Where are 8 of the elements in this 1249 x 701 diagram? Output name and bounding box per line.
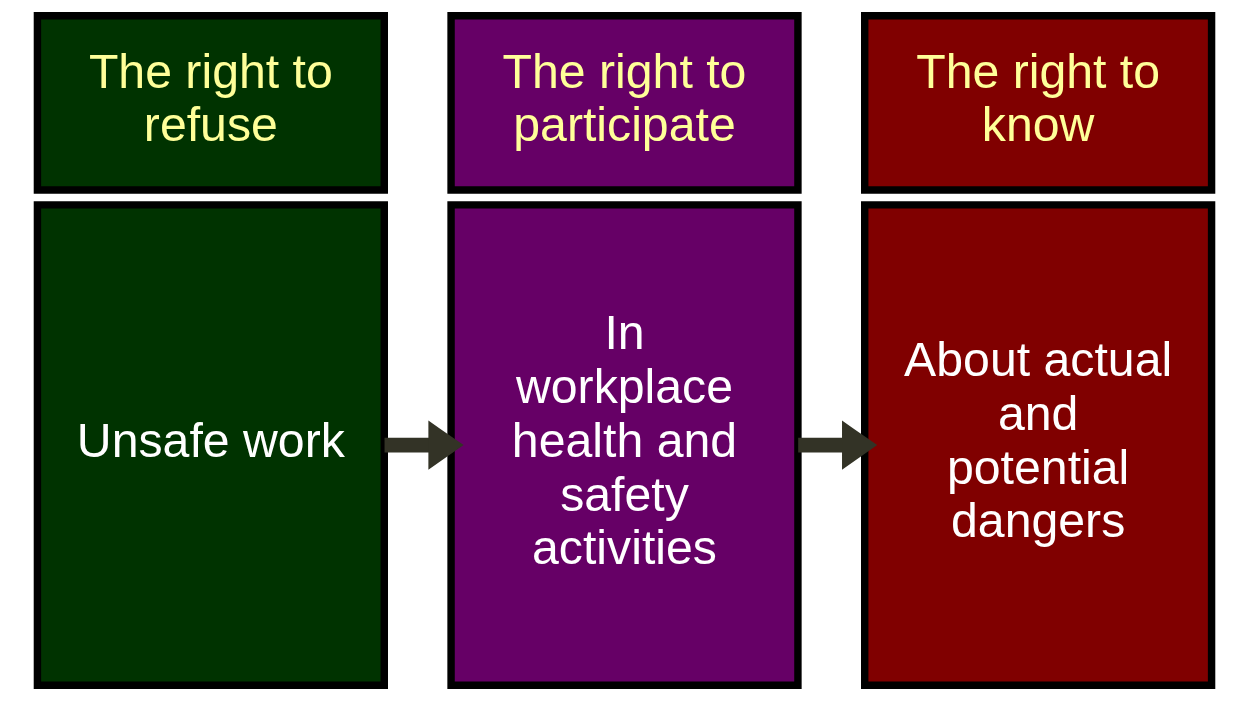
node-box: In workplace health and safety activities xyxy=(447,201,802,689)
arrow xyxy=(798,420,878,470)
node-box: Unsafe work xyxy=(33,201,388,689)
node-box: The right to participate xyxy=(447,12,802,194)
arrow xyxy=(384,420,464,470)
node-box: About actual and potential dangers xyxy=(861,201,1216,689)
node-box: The right to refuse xyxy=(33,12,388,194)
node-box: The right to know xyxy=(861,12,1216,194)
